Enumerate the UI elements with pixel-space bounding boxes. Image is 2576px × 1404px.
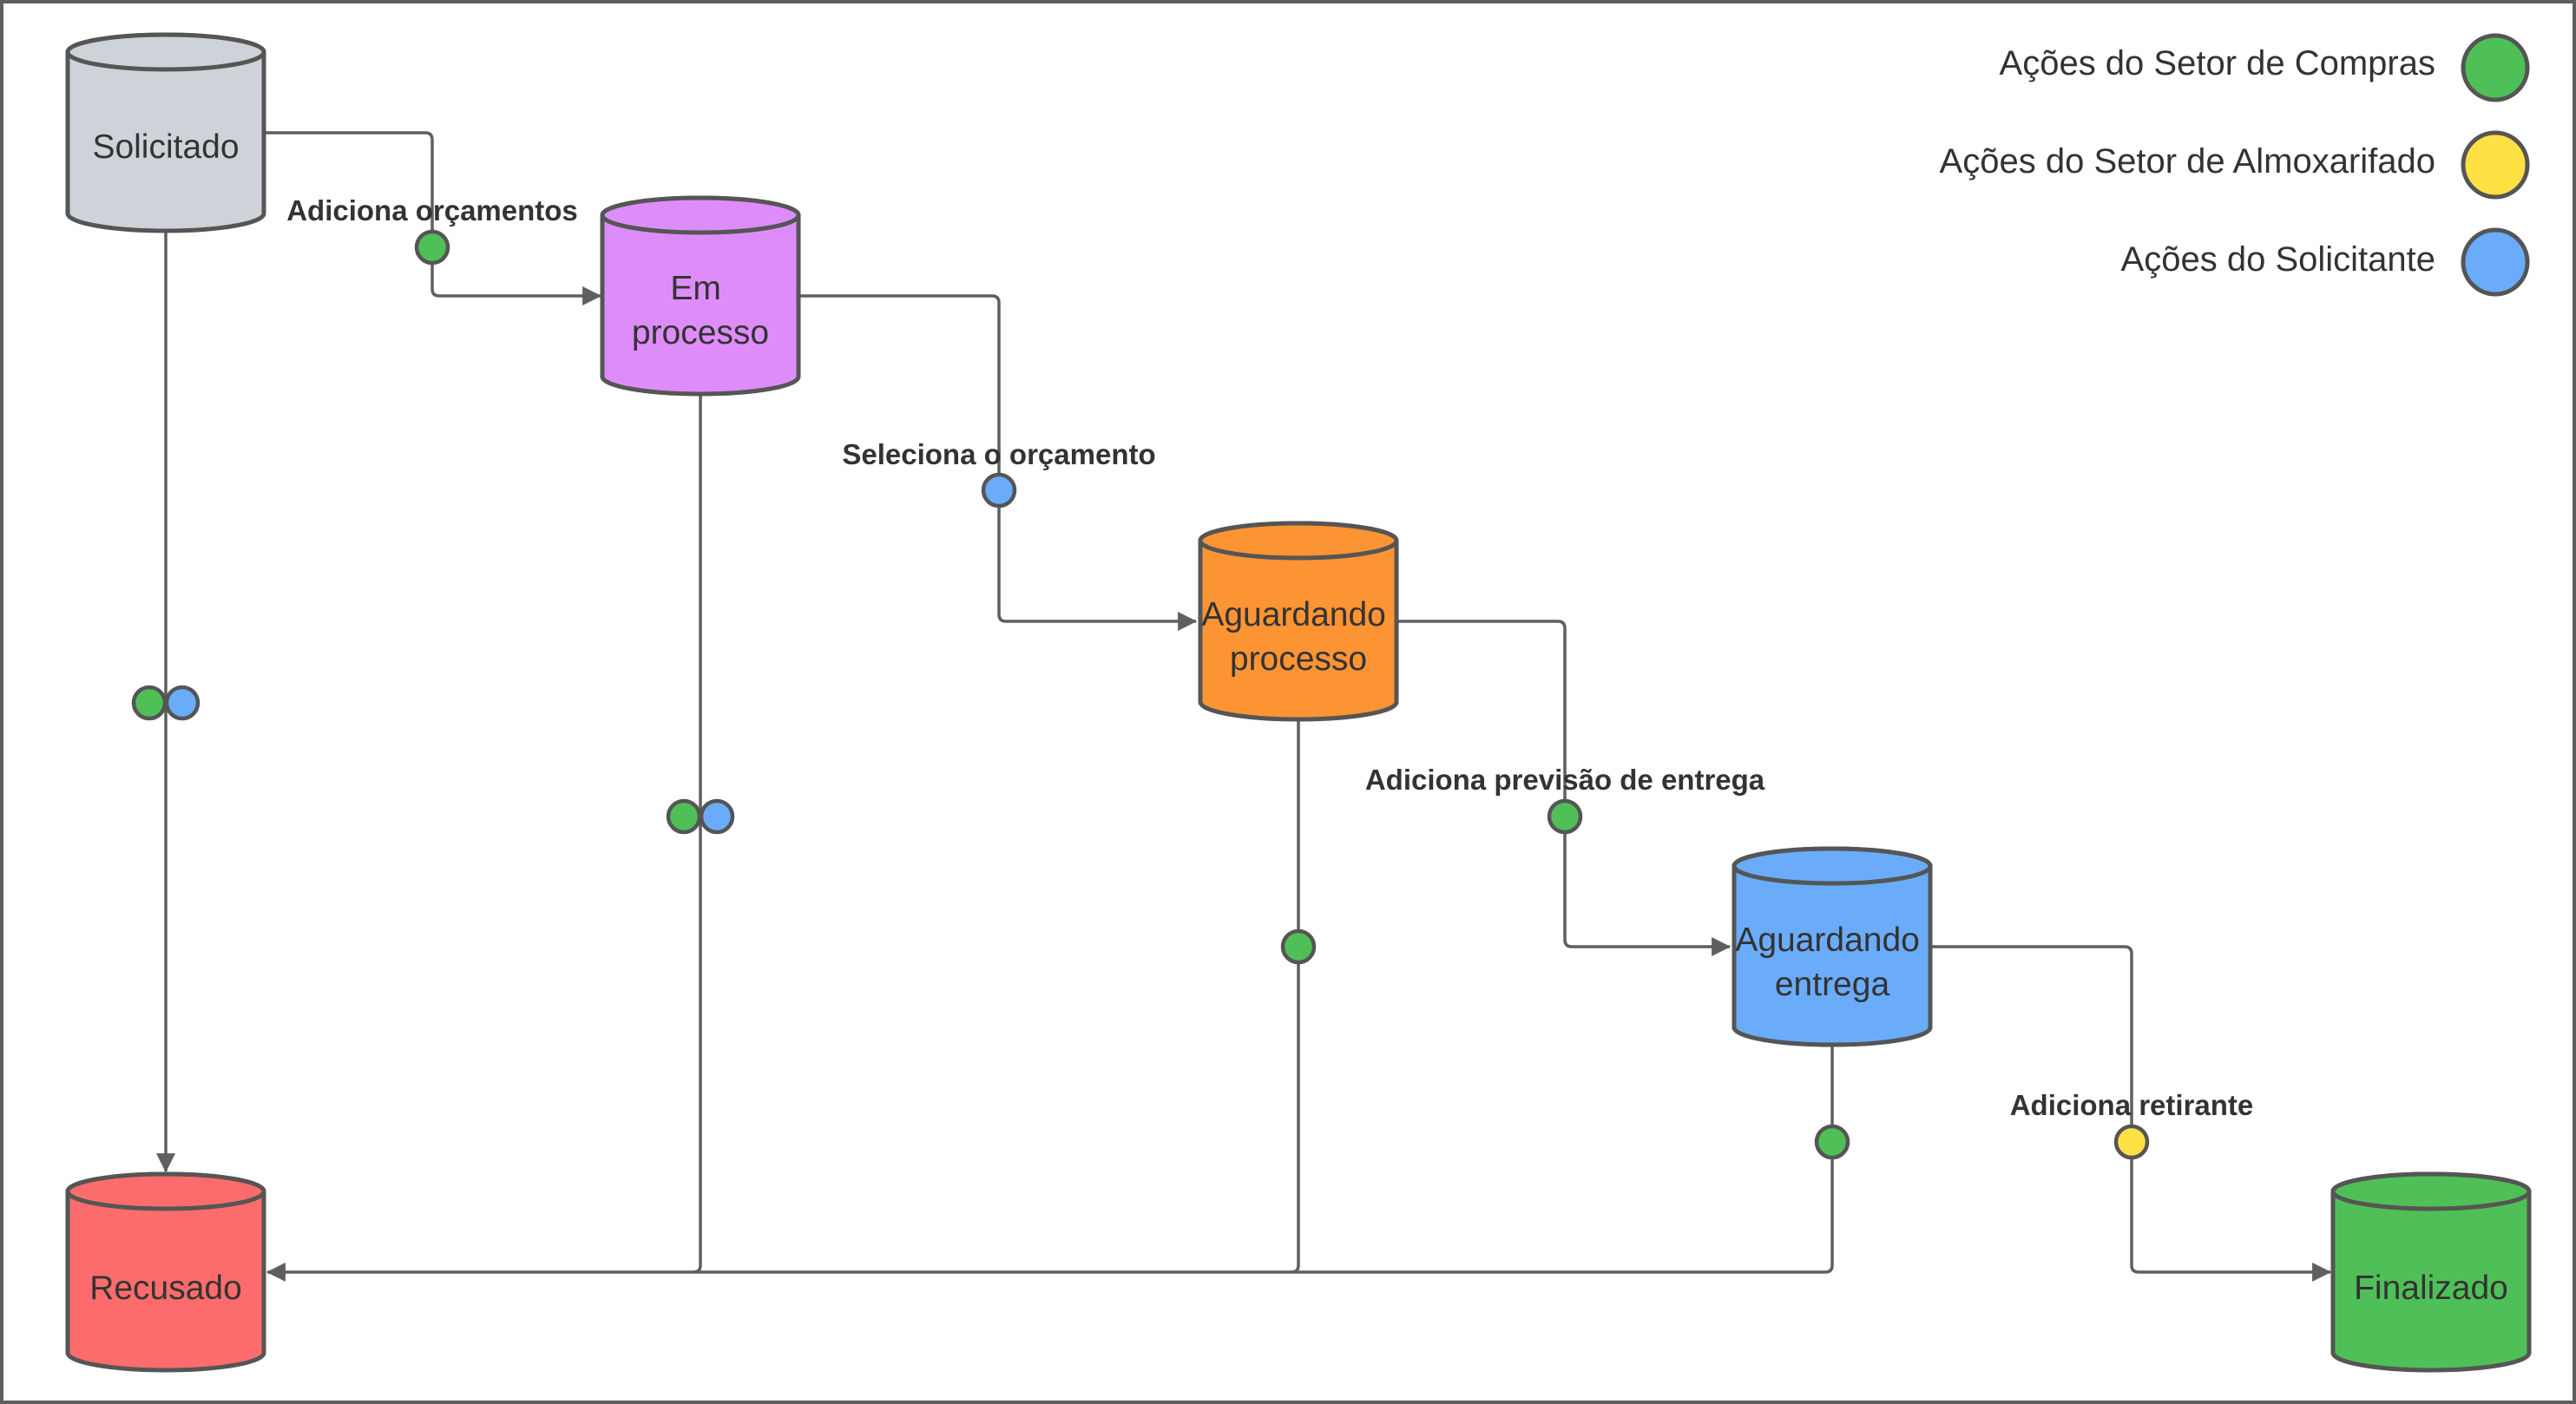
node-em-processo: Em processo (600, 195, 801, 397)
legend-label-solicitante: Ações do Solicitante (2121, 240, 2435, 279)
label-em-processo: Em processo (632, 270, 769, 351)
action-dot-solicitante (981, 472, 1017, 508)
edge-aguardando-processo-to-aguardando-entrega (1396, 620, 1732, 956)
label-solicitado: Solicitado (92, 128, 239, 166)
legend-item-solicitante: Ações do Solicitante (2121, 227, 2530, 297)
edge-solicitado-to-em-processo (264, 131, 602, 305)
edge-label-adiciona-orcamentos: Adiciona orçamentos (286, 194, 578, 226)
action-dot-solicitante (164, 685, 200, 721)
edge-aguardando-entrega-to-finalizado (1929, 945, 2332, 1282)
edge-label-adiciona-previsao: Adiciona previsão de entrega (1365, 764, 1765, 796)
node-finalizado: Finalizado (2330, 1171, 2532, 1373)
action-dot-solicitante (699, 798, 735, 835)
action-dot-compras (1547, 798, 1583, 835)
node-aguardando-entrega: Aguardando entrega (1732, 846, 1933, 1047)
edge-label-seleciona-orcamento: Seleciona o orçamento (842, 438, 1155, 470)
action-dot-almoxarifado (2113, 1124, 2150, 1160)
node-aguardando-processo: Aguardando processo (1198, 521, 1399, 722)
node-solicitado: Solicitado (65, 32, 266, 233)
legend: Ações do Setor de Compras Ações do Setor… (1940, 33, 2530, 297)
action-dot-compras (131, 685, 168, 721)
action-dot-compras (414, 229, 450, 266)
label-aguardando-entrega: Aguardando entrega (1735, 922, 1929, 1003)
cylinder-top-finalizado (2330, 1171, 2532, 1211)
action-dot-compras (1814, 1124, 1850, 1160)
label-aguardando-processo: Aguardando processo (1201, 596, 1395, 678)
edge-label-adiciona-retirante: Adiciona retirante (2010, 1089, 2254, 1121)
edge-em-processo-to-aguardando-processo (797, 294, 1198, 631)
legend-item-compras: Ações do Setor de Compras (2000, 33, 2530, 102)
legend-swatch-compras (2461, 33, 2530, 102)
edge-aguardando-entrega-to-recusado (266, 1046, 1834, 1282)
action-dot-compras (666, 798, 702, 835)
label-recusado: Recusado (89, 1270, 242, 1307)
legend-swatch-solicitante (2461, 227, 2530, 297)
legend-label-compras: Ações do Setor de Compras (2000, 44, 2435, 82)
action-dots (131, 229, 2150, 1160)
connectors (156, 131, 2332, 1282)
legend-swatch-almoxarifado (2461, 130, 2530, 200)
legend-label-almoxarifado: Ações do Setor de Almoxarifado (1940, 142, 2435, 180)
label-finalizado: Finalizado (2354, 1270, 2508, 1307)
legend-item-almoxarifado: Ações do Setor de Almoxarifado (1940, 130, 2530, 200)
action-dot-compras (1280, 928, 1317, 965)
node-recusado: Recusado (65, 1171, 266, 1373)
cylinder-top-em-processo (600, 195, 801, 235)
cylinder-top-solicitado (65, 32, 266, 72)
cylinder-top-aguardando-processo (1198, 521, 1399, 561)
cylinder-top-aguardando-entrega (1732, 846, 1933, 886)
cylinder-top-recusado (65, 1171, 266, 1211)
